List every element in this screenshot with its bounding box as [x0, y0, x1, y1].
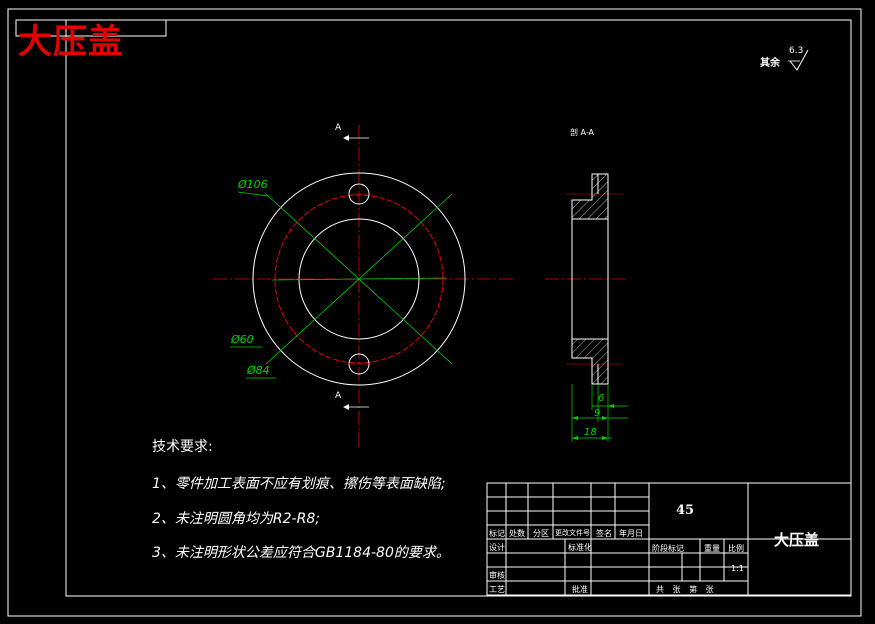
row-label-zone: 分区	[533, 529, 549, 538]
dim-18: 18	[584, 427, 597, 438]
section-marker-top: A	[335, 123, 342, 133]
sheet-label: 共 张 第 张	[656, 585, 714, 594]
dim-d106: Ø106	[238, 178, 268, 191]
title-block	[486, 482, 852, 596]
part-name: 大压盖	[774, 531, 820, 549]
left-label-design: 设计	[489, 543, 505, 552]
left-label-review: 审核	[489, 571, 505, 580]
section-marker-bottom: A	[335, 391, 342, 401]
left-label-process: 工艺	[489, 585, 505, 594]
stage-label-scale: 比例	[728, 544, 744, 553]
row-label-count: 处数	[509, 529, 525, 538]
row-label-change-doc: 更改文件号	[555, 529, 590, 537]
tech-requirement-1: 1、零件加工表面不应有划痕、擦伤等表面缺陷;	[152, 476, 446, 492]
header-title: 大压盖	[18, 22, 123, 62]
tech-requirements-title: 技术要求:	[152, 439, 213, 455]
header-tab	[15, 19, 167, 37]
stage-label-mark: 阶段标记	[652, 544, 684, 553]
dim-6: 6	[598, 393, 605, 404]
dim-d84: Ø84	[247, 364, 270, 377]
tech-requirement-2: 2、未注明圆角均为R2-R8;	[152, 511, 320, 527]
row-label-sign: 签名	[596, 529, 612, 538]
roughness-value: 6.3	[789, 46, 804, 56]
scale-value: 1:1	[731, 564, 744, 573]
inner-frame	[65, 19, 852, 597]
tech-requirement-3: 3、未注明形状公差应符合GB1184-80的要求。	[152, 545, 450, 561]
front-view	[213, 125, 513, 447]
mid-label-standard: 标准化	[568, 543, 592, 552]
dim-d60: Ø60	[231, 333, 254, 346]
section-view	[545, 173, 628, 442]
row-label-date: 年月日	[619, 529, 643, 538]
section-label: 剖 A-A	[570, 128, 595, 137]
outer-border	[7, 8, 862, 617]
mid-label-approve: 批准	[572, 585, 588, 594]
roughness-symbol	[788, 49, 809, 71]
roughness-label: 其余	[760, 58, 780, 69]
material: 45	[676, 503, 695, 518]
dim-9: 9	[594, 408, 601, 419]
stage-label-weight: 重量	[704, 544, 720, 553]
row-label-mark: 标记	[489, 529, 505, 538]
